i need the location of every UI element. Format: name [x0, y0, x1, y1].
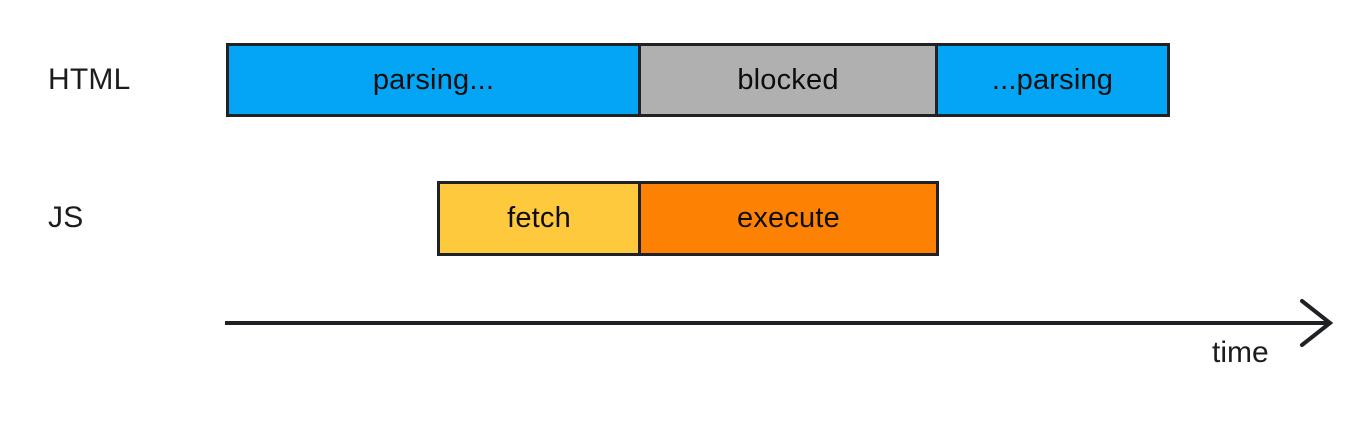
row-label-html: HTML: [48, 63, 131, 96]
timeline-track-html: parsing... blocked ...parsing: [226, 43, 1170, 117]
arrow-right-icon: [225, 299, 1334, 347]
time-axis: [218, 295, 1343, 355]
segment-execute[interactable]: execute: [638, 184, 936, 253]
segment-parsing-end[interactable]: ...parsing: [935, 46, 1167, 114]
segment-parsing-start[interactable]: parsing...: [229, 46, 638, 114]
time-axis-label: time: [1212, 336, 1269, 369]
row-label-js: JS: [48, 201, 84, 234]
segment-blocked[interactable]: blocked: [638, 46, 935, 114]
timeline-track-js: fetch execute: [437, 181, 939, 256]
segment-fetch[interactable]: fetch: [440, 184, 638, 253]
